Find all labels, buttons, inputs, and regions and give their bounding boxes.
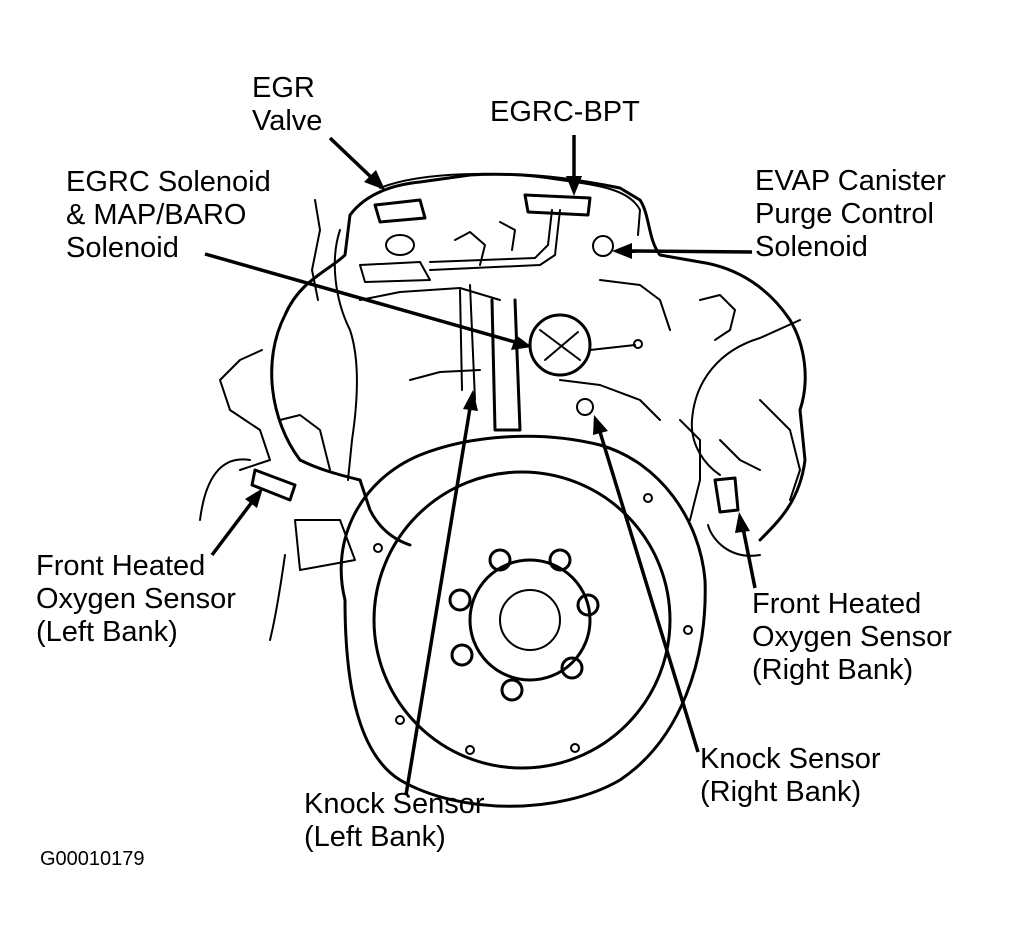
leader-egrc-solenoid [204, 252, 516, 344]
arrowhead-knock-right [593, 415, 608, 435]
flywheel-drive-plate [339, 434, 707, 808]
leader-evap-solenoid [629, 249, 753, 254]
leader-o2-right [741, 527, 757, 589]
engine-block-outline [219, 172, 807, 547]
leader-knock-right [598, 431, 700, 753]
label-o2-right: Front Heated Oxygen Sensor (Right Bank) [752, 588, 952, 686]
label-knock-left: Knock Sensor (Left Bank) [304, 788, 485, 853]
label-egrc-bpt: EGRC-BPT [490, 96, 640, 128]
label-egrc-solenoid: EGRC Solenoid & MAP/BARO Solenoid [66, 166, 271, 264]
arrowhead-o2-left [245, 488, 263, 508]
leader-knock-left [404, 407, 472, 796]
leader-o2-left [210, 500, 254, 557]
label-egr-valve: EGR Valve [252, 72, 323, 137]
arrowhead-o2-right [735, 512, 750, 533]
arrowhead-egr-valve [364, 170, 385, 190]
intake-manifold [359, 172, 641, 283]
arrowhead-egrc-bpt [566, 176, 582, 196]
dipstick-tube [459, 284, 522, 432]
arrowhead-egrc-solenoid [511, 335, 532, 350]
arrowhead-knock-left [463, 390, 478, 411]
throttle-body [528, 313, 643, 377]
leader-lines [204, 135, 757, 796]
arrowhead-evap-solenoid [612, 243, 632, 259]
label-evap-solenoid: EVAP Canister Purge Control Solenoid [755, 165, 946, 263]
label-knock-right: Knock Sensor (Right Bank) [700, 743, 881, 808]
oxygen-sensor-left [199, 458, 356, 641]
leader-egr-valve [328, 136, 374, 180]
label-o2-left: Front Heated Oxygen Sensor (Left Bank) [36, 550, 236, 648]
figure-id: G00010179 [40, 848, 145, 870]
oxygen-sensor-right [576, 319, 801, 557]
